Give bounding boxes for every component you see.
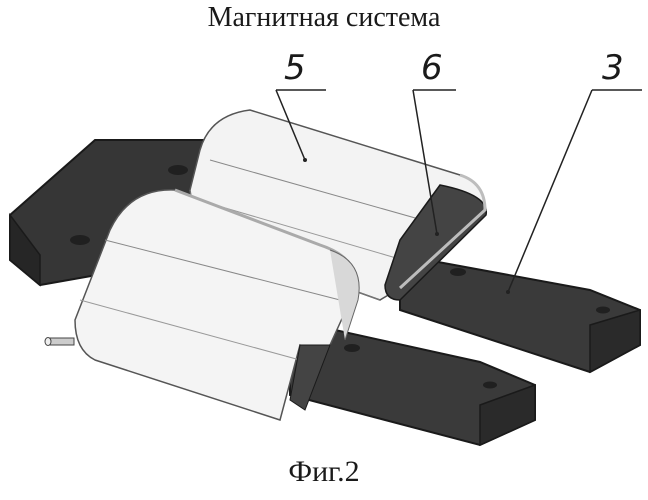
callout-label-6: 6 — [421, 48, 443, 88]
callout-6-dot — [435, 232, 439, 236]
callout-5-dot — [303, 158, 307, 162]
callout-3-leader — [508, 90, 592, 292]
lead-pin — [45, 338, 74, 346]
callout-label-5: 5 — [284, 48, 306, 88]
figure-caption: Фиг.2 — [0, 455, 648, 489]
callout-label-3: 3 — [602, 48, 624, 88]
callout-3-dot — [506, 290, 510, 294]
